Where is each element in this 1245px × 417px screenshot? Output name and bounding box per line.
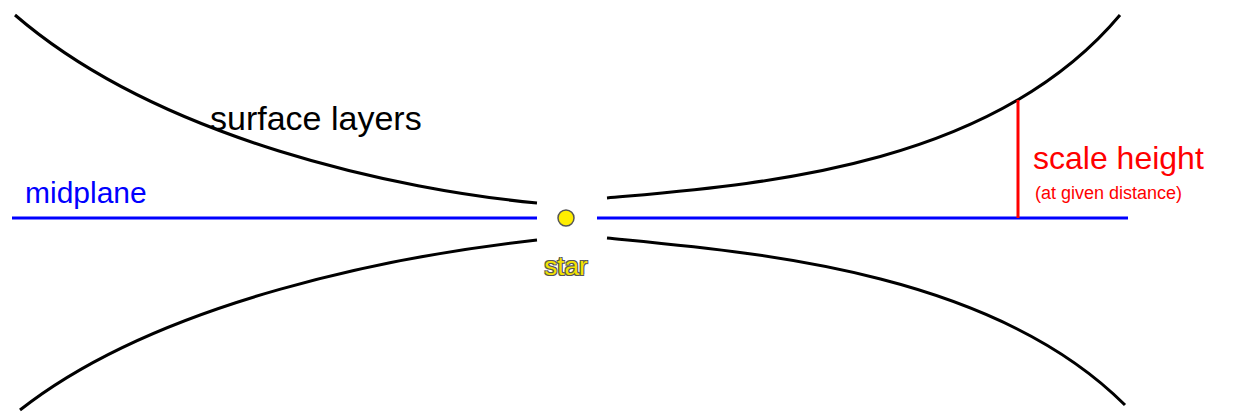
dimension-note: (at given distance): [1035, 184, 1182, 204]
surface-curve: [20, 240, 537, 410]
midplane-line: [12, 217, 537, 220]
scale-height-line: [1017, 100, 1020, 218]
region-label: surface layers: [210, 100, 422, 137]
star-symbol: [558, 210, 574, 226]
surface-curve: [607, 238, 1125, 405]
midplane-line: [597, 217, 1128, 220]
plane-label: midplane: [25, 176, 147, 209]
surface-curve: [15, 15, 537, 203]
dimension-label: scale height: [1033, 141, 1204, 176]
star-label: star: [544, 252, 587, 281]
